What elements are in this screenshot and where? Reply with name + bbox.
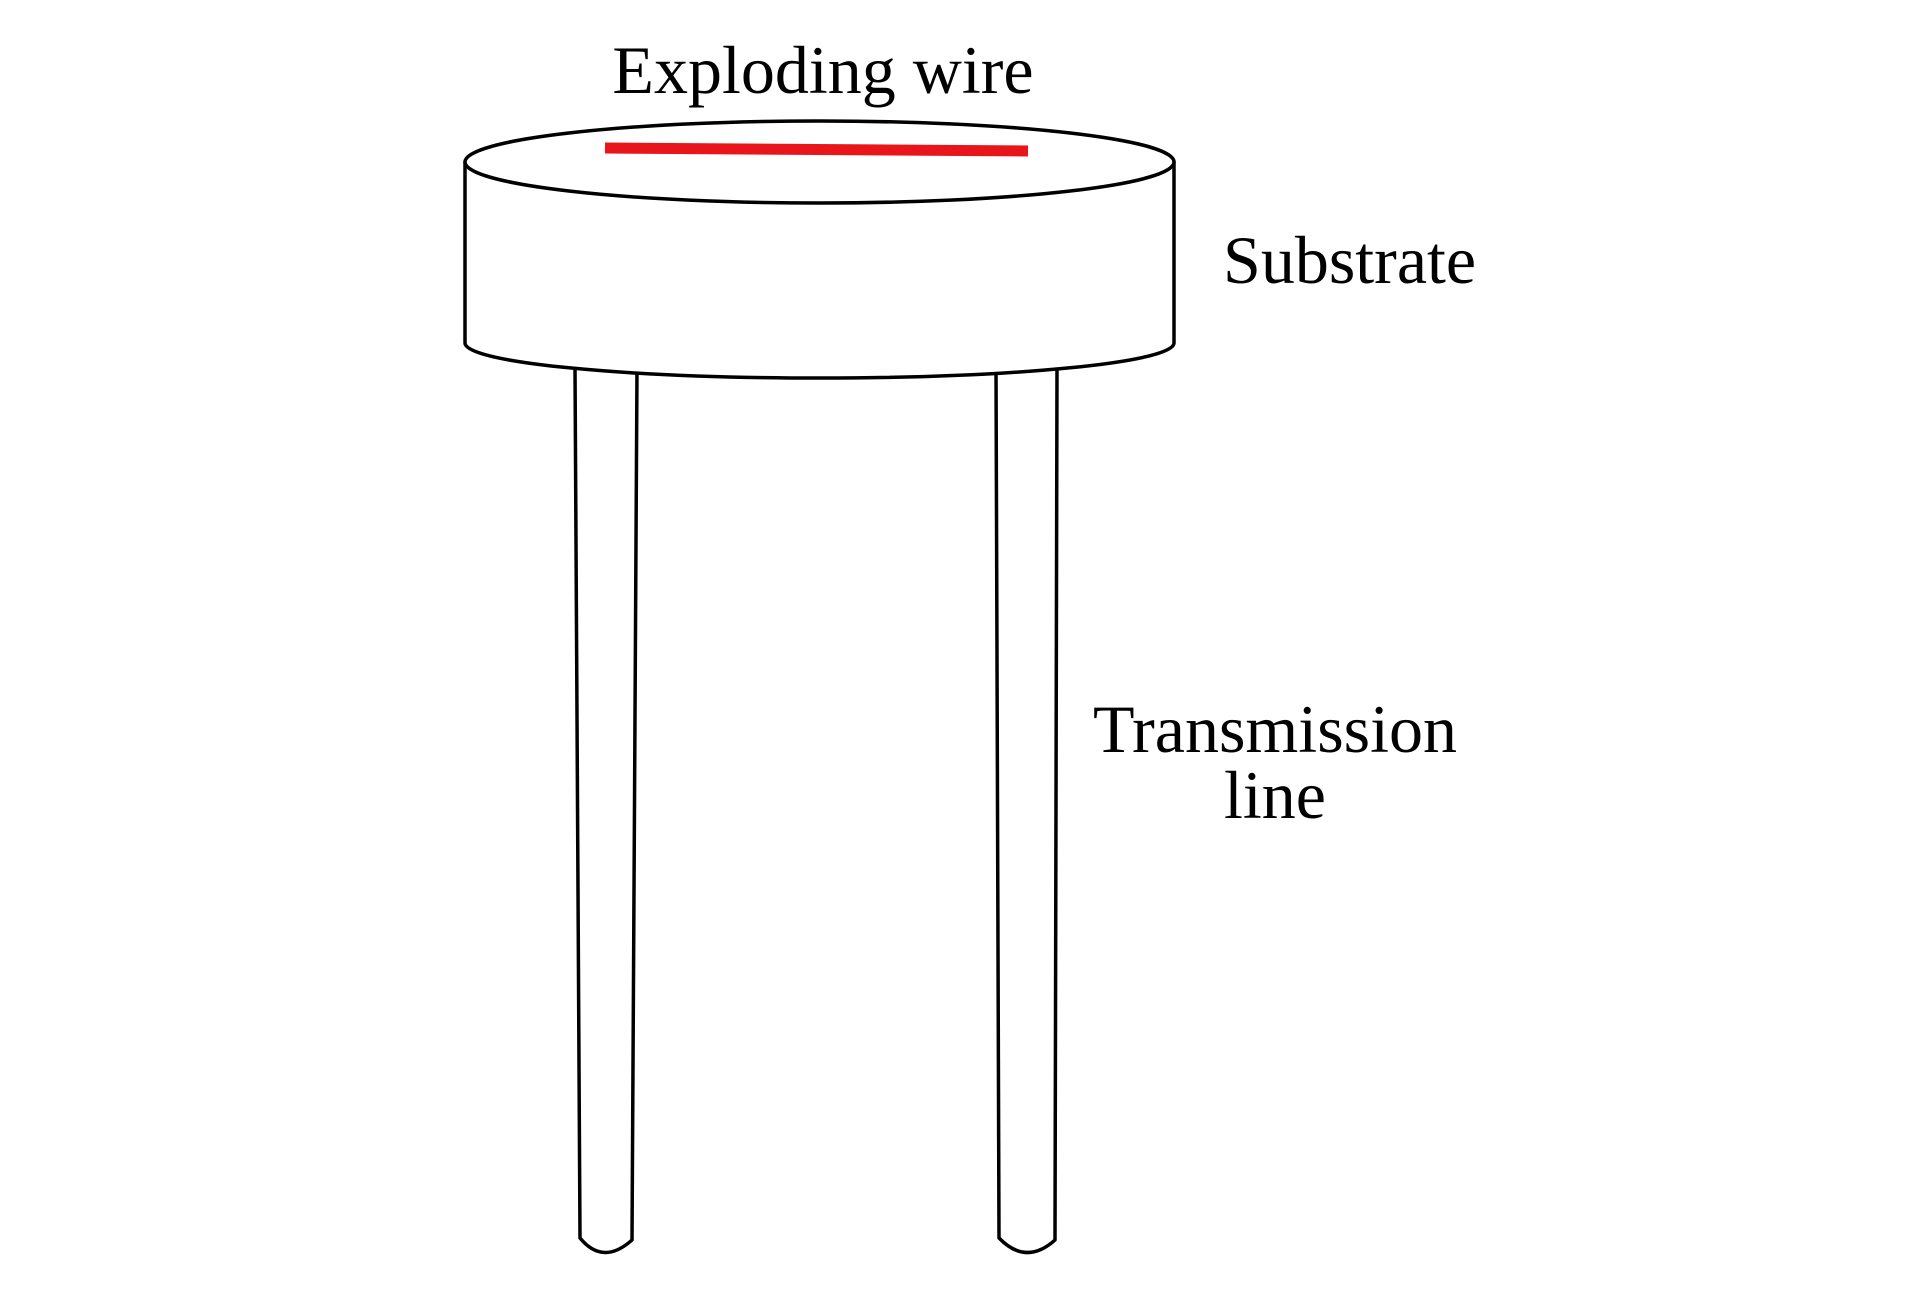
transmission-line-label-line1: Transmission (1093, 691, 1457, 767)
transmission-line-label-line2: line (1224, 757, 1326, 833)
substrate-label: Substrate (1223, 222, 1476, 298)
substrate-body (463, 160, 1176, 380)
substrate-disc (463, 119, 1176, 380)
exploding-wire (604, 142, 1029, 157)
transmission-rod-left (573, 366, 639, 1255)
transmission-rod-right (994, 366, 1059, 1255)
substrate-top-face (463, 119, 1176, 205)
exploding-wire-label: Exploding wire (612, 32, 1033, 108)
